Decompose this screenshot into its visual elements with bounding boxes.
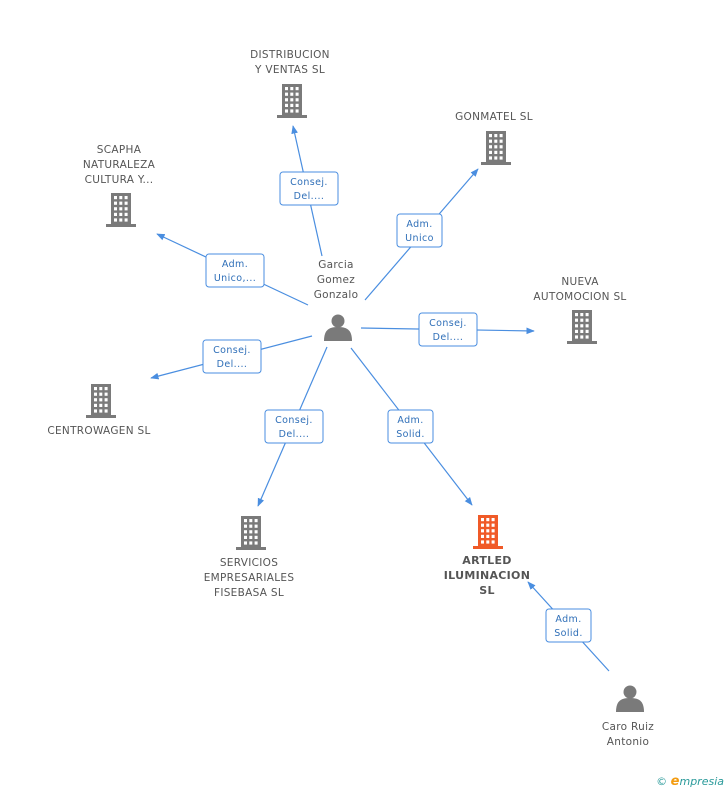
edge-label-text: Solid. <box>554 628 583 639</box>
company-name-gonmatel-line: GONMATEL SL <box>455 111 533 123</box>
building-icon-servicios[interactable] <box>236 516 266 550</box>
company-name-artled-line: ARTLED <box>462 554 511 567</box>
person-name-caro-line: Caro Ruiz <box>602 721 654 733</box>
edge-label-text: Unico <box>405 233 434 244</box>
company-name-artled-line: ILUMINACION <box>444 569 530 582</box>
company-name-servicios-line: FISEBASA SL <box>214 587 284 599</box>
edge-label-garcia-gonmatel[interactable]: Adm. Unico <box>396 213 443 248</box>
person-icon-caro[interactable] <box>616 685 644 713</box>
edge-label-garcia-nueva[interactable]: Consej. Del.... <box>418 312 478 347</box>
edge-label-text: Adm. <box>555 614 581 625</box>
edge-label-text: Del.... <box>433 332 464 343</box>
edge-label-text: Adm. <box>397 415 423 426</box>
company-name-scapha-line: CULTURA Y... <box>85 174 154 186</box>
edge-label-text: Consej. <box>290 177 328 188</box>
company-name-nueva-line: AUTOMOCION SL <box>533 291 626 303</box>
edge-label-box[interactable] <box>396 213 443 248</box>
building-icon-distribucion[interactable] <box>277 84 307 118</box>
company-name-artled-line: SL <box>479 584 495 597</box>
edge-label-garcia-centrowagen[interactable]: Consej. Del.... <box>202 339 262 374</box>
person-icon-garcia[interactable] <box>324 314 352 342</box>
edge-label-text: Consej. <box>429 318 467 329</box>
edge-label-text: Solid. <box>396 429 425 440</box>
person-name-caro-line: Antonio <box>607 736 649 748</box>
company-name-servicios-line: SERVICIOS <box>220 557 278 569</box>
edge-label-text: Del.... <box>217 359 248 370</box>
edge-label-box[interactable] <box>264 409 324 444</box>
edge-label-text: Consej. <box>275 415 313 426</box>
person-name-garcia-line: Gonzalo <box>314 289 359 301</box>
edge-label-text: Del.... <box>294 191 325 202</box>
edge-label-garcia-distribucion[interactable]: Consej. Del.... <box>279 171 339 206</box>
company-name-nueva-line: NUEVA <box>561 276 599 288</box>
edge-label-text: Del.... <box>279 429 310 440</box>
edge-label-garcia-artled[interactable]: Adm. Solid. <box>387 409 434 444</box>
copyright-symbol: © <box>656 775 668 788</box>
edge-label-garcia-scapha[interactable]: Adm. Unico,... <box>205 253 265 288</box>
company-name-scapha-line: NATURALEZA <box>83 159 156 171</box>
building-icon-centrowagen[interactable] <box>86 384 116 418</box>
person-name-garcia-line: Garcia <box>318 259 354 271</box>
company-name-distribucion-line: DISTRIBUCION <box>250 49 330 61</box>
footer-brand[interactable]: © empresia <box>656 774 724 789</box>
building-icon-scapha[interactable] <box>106 193 136 227</box>
edge-label-box[interactable] <box>202 339 262 374</box>
company-name-centrowagen-line: CENTROWAGEN SL <box>47 425 150 437</box>
edge-label-box[interactable] <box>387 409 434 444</box>
edge-label-caro-artled[interactable]: Adm. Solid. <box>545 608 592 643</box>
company-name-distribucion-line: Y VENTAS SL <box>254 64 325 76</box>
building-icon-gonmatel[interactable] <box>481 131 511 165</box>
building-icon-artled[interactable] <box>473 515 503 549</box>
company-name-servicios-line: EMPRESARIALES <box>204 572 295 584</box>
edge-label-box[interactable] <box>205 253 265 288</box>
edge-label-text: Adm. <box>406 219 432 230</box>
nodes-layer: DISTRIBUCION Y VENTAS SL GONMATEL SL SCAPHA… <box>47 49 654 748</box>
edge-label-box[interactable] <box>545 608 592 643</box>
brand-initial: e <box>670 774 680 789</box>
person-name-garcia-line: Gomez <box>317 274 355 286</box>
edge-label-text: Adm. <box>222 259 248 270</box>
edge-labels-layer: Consej.Del....Adm.UnicoAdm.Unico,...Cons… <box>202 171 592 643</box>
edge-label-box[interactable] <box>418 312 478 347</box>
building-icon-nueva[interactable] <box>567 310 597 344</box>
edge-label-garcia-servicios[interactable]: Consej. Del.... <box>264 409 324 444</box>
edge-label-text: Consej. <box>213 345 251 356</box>
edge-label-box[interactable] <box>279 171 339 206</box>
brand-name: mpresia <box>679 775 724 788</box>
company-name-scapha-line: SCAPHA <box>97 144 142 156</box>
edge-label-text: Unico,... <box>214 273 256 284</box>
